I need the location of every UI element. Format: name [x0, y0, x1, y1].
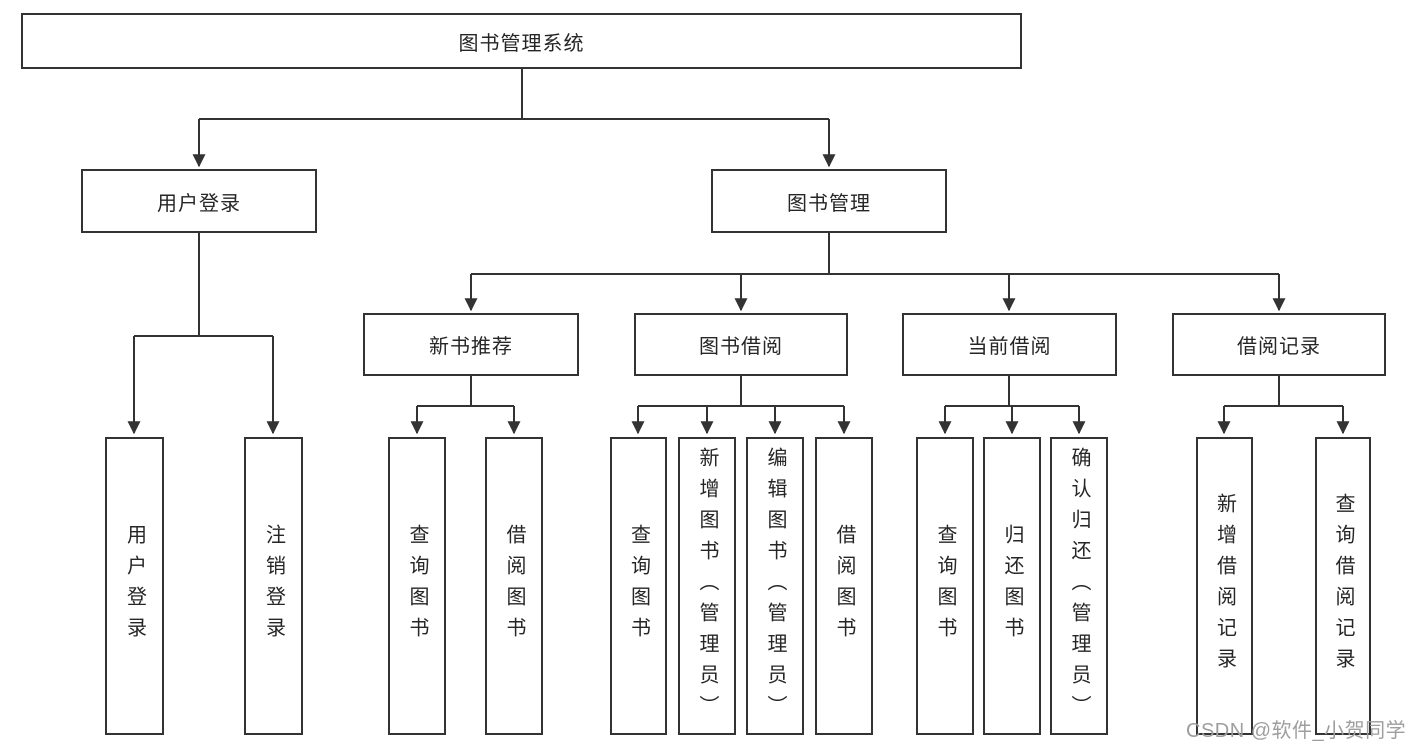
leaf-records-add-borrow-record: 新增借阅记录	[1196, 437, 1253, 735]
node-user-login: 用户登录	[81, 169, 317, 233]
leaf-borrowing-add-books-admin: 新增图书（管理员）	[678, 437, 736, 735]
csdn-watermark: CSDN @软件_小贺同学	[1186, 720, 1405, 742]
node-root-system: 图书管理系统	[21, 13, 1022, 69]
leaf-current-return-books: 归还图书	[983, 437, 1041, 735]
node-book-management: 图书管理	[711, 169, 947, 233]
node-borrow-records: 借阅记录	[1172, 313, 1386, 376]
node-book-borrowing: 图书借阅	[634, 313, 848, 376]
node-current-borrowing: 当前借阅	[902, 313, 1117, 376]
leaf-records-query-borrow-record: 查询借阅记录	[1315, 437, 1371, 735]
node-new-book-recommend: 新书推荐	[363, 313, 579, 376]
leaf-user-login: 用户登录	[105, 437, 164, 735]
leaf-borrowing-edit-books-admin: 编辑图书（管理员）	[746, 437, 804, 735]
leaf-recommend-borrow-books: 借阅图书	[485, 437, 543, 735]
leaf-borrowing-borrow-books: 借阅图书	[815, 437, 873, 735]
leaf-current-confirm-return-admin: 确认归还（管理员）	[1050, 437, 1108, 735]
leaf-logout: 注销登录	[244, 437, 303, 735]
leaf-borrowing-query-books: 查询图书	[610, 437, 667, 735]
leaf-current-query-books: 查询图书	[916, 437, 974, 735]
leaf-recommend-query-books: 查询图书	[388, 437, 446, 735]
